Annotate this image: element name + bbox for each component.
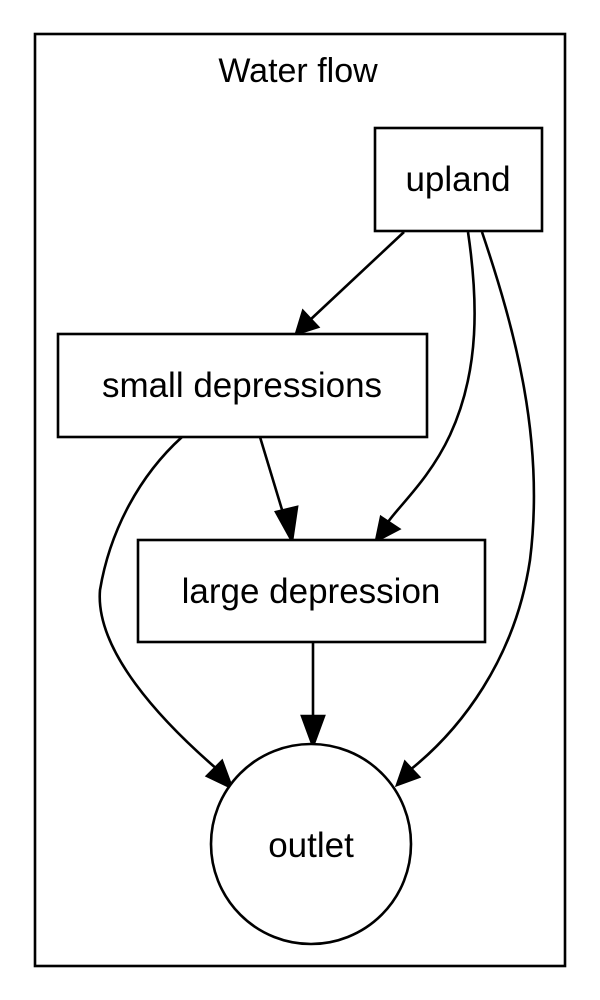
arrowhead (394, 759, 422, 788)
edge-line (409, 231, 536, 772)
node-large-depression: large depression (136, 538, 487, 644)
node-upland: upland (373, 126, 544, 233)
node-label: large depression (182, 572, 441, 611)
edge-line (386, 231, 476, 523)
edge-upland-to-large-depression (374, 231, 476, 544)
edge-line (258, 436, 285, 514)
cluster-border (33, 32, 567, 968)
node-label: upland (405, 160, 510, 199)
node-small-depressions: small depressions (56, 332, 429, 439)
node-label: outlet (268, 826, 354, 865)
edge-line (98, 436, 219, 771)
node-circle (209, 742, 413, 946)
node-box (136, 538, 487, 644)
node-box (56, 332, 429, 439)
edge-small-depressions-to-outlet (98, 436, 235, 791)
edge-upland-to-small-depressions (294, 231, 405, 336)
arrowhead (294, 308, 321, 336)
arrowhead (374, 514, 402, 544)
node-outlet: outlet (209, 742, 413, 946)
node-box (373, 126, 544, 233)
cluster-water-flow: Water flow (33, 32, 567, 968)
cluster-title: Water flow (218, 52, 378, 90)
edge-line (309, 231, 405, 321)
edge-upland-to-outlet (394, 231, 536, 788)
edge-small-depressions-to-large-depression (258, 436, 299, 546)
edge-large-depression-to-outlet (300, 642, 326, 750)
node-label: small depressions (102, 366, 382, 405)
arrowhead (204, 758, 235, 791)
arrowhead (274, 505, 299, 546)
arrowhead (300, 714, 326, 750)
